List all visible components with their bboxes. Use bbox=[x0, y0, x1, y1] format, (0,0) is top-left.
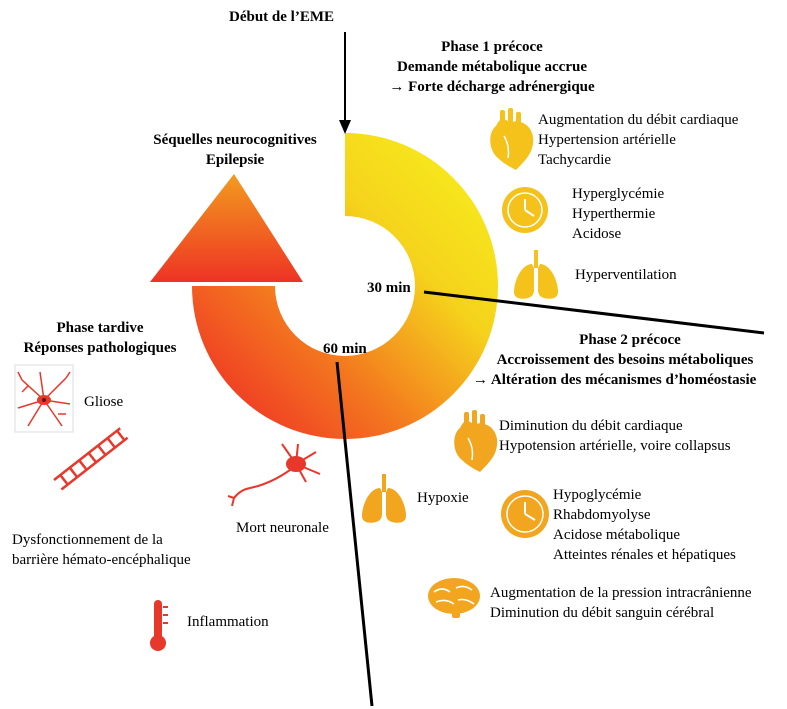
clock-icon bbox=[502, 187, 548, 233]
phase1-consequence: → Forte décharge adrénergique bbox=[389, 79, 595, 95]
late-phase-title: Phase tardive bbox=[56, 320, 144, 336]
phase1-symptom: Hyperthermie bbox=[572, 206, 656, 222]
ladder-icon bbox=[53, 427, 129, 491]
late-phase-item: Inflammation bbox=[187, 614, 269, 630]
start-label: Début de l’EME bbox=[229, 9, 334, 25]
start-arrow bbox=[339, 32, 351, 134]
phase2-symptom: Hypoxie bbox=[417, 490, 469, 506]
time-label-60: 60 min bbox=[323, 341, 367, 357]
time-line-30 bbox=[423, 290, 765, 335]
late-phase-item: Gliose bbox=[84, 394, 124, 410]
late-phase-item: Mort neuronale bbox=[236, 520, 329, 536]
progression-arrowhead bbox=[150, 174, 303, 282]
phase2-symptom: Atteintes rénales et hépatiques bbox=[553, 547, 736, 563]
phase2-symptom: Hypotension artérielle, voire collapsus bbox=[499, 438, 731, 454]
phase2-symptom: Hypoglycémie bbox=[553, 487, 642, 503]
phase1-symptom: Hypertension artérielle bbox=[538, 132, 676, 148]
time-line-60 bbox=[335, 361, 374, 707]
clock-icon bbox=[501, 490, 549, 538]
brain-icon bbox=[428, 578, 480, 618]
heart-icon bbox=[454, 410, 498, 472]
phase1-symptom: Acidose bbox=[572, 226, 622, 242]
late-phase-item: barrière hémato-encéphalique bbox=[12, 552, 191, 568]
sequelae-label: Epilepsie bbox=[205, 152, 265, 168]
lungs-icon bbox=[514, 250, 558, 299]
phase2-description: Accroissement des besoins métaboliques bbox=[496, 352, 754, 368]
phase1-symptom: Hyperventilation bbox=[575, 267, 677, 283]
time-label-30: 30 min bbox=[367, 280, 411, 296]
heart-icon bbox=[490, 108, 534, 170]
phase2-symptom: Augmentation de la pression intracrânien… bbox=[490, 585, 752, 601]
phase2-symptom: Diminution du débit sanguin cérébral bbox=[490, 605, 715, 621]
phase1-symptom: Hyperglycémie bbox=[572, 186, 665, 202]
lungs-icon bbox=[362, 474, 406, 523]
sequelae-label: Séquelles neurocognitives bbox=[153, 132, 317, 148]
thermometer-icon bbox=[150, 600, 168, 651]
phase2-title: Phase 2 précoce bbox=[579, 332, 681, 348]
progression-ring bbox=[192, 133, 498, 439]
phase2-symptom: Rhabdomyolyse bbox=[553, 507, 651, 523]
late-phase-subtitle: Réponses pathologiques bbox=[23, 340, 177, 356]
late-phase-item: Dysfonctionnement de la bbox=[12, 532, 163, 548]
phase1-symptom: Augmentation du débit cardiaque bbox=[538, 112, 739, 128]
neuron-icon bbox=[227, 443, 321, 507]
phase2-symptom: Acidose métabolique bbox=[553, 527, 681, 543]
glial-cell-icon bbox=[14, 364, 74, 433]
phase1-symptom: Tachycardie bbox=[538, 152, 612, 168]
phase1-description: Demande métabolique accrue bbox=[397, 59, 587, 75]
phase1-title: Phase 1 précoce bbox=[441, 39, 543, 55]
phase2-symptom: Diminution du débit cardiaque bbox=[499, 418, 683, 434]
phase2-consequence: → Altération des mécanismes d’homéostasi… bbox=[473, 372, 757, 388]
